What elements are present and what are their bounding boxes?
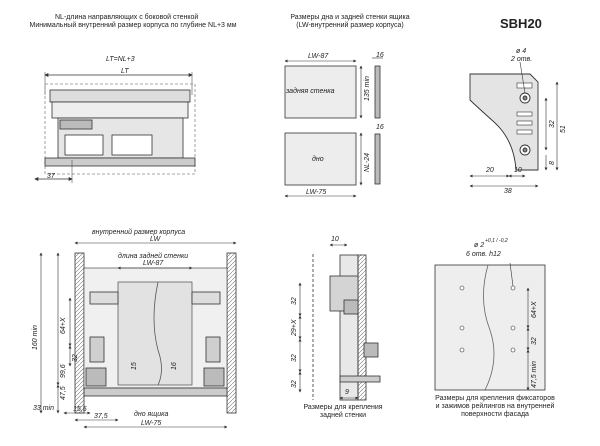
- dim-47-5: 47,5: [60, 386, 67, 400]
- caption-front-mount-line3: поверхности фасада: [461, 411, 529, 418]
- dim-32-back-c: 32: [291, 380, 298, 388]
- dim-8: 8: [549, 161, 556, 165]
- dim-20: 20: [486, 167, 494, 174]
- back-panel: [284, 65, 357, 119]
- panels-drawing: [284, 57, 383, 198]
- dim-33min: 33 min: [33, 405, 55, 412]
- model-title: SBH20: [500, 16, 542, 31]
- dim-32-front: 32: [531, 337, 538, 345]
- dim-64x-front: 64+X: [531, 301, 538, 318]
- dim-10: 10: [514, 167, 522, 174]
- dim-bottom-width: LW-75: [306, 189, 327, 196]
- caption-back-mount-line2: задней стенки: [319, 412, 367, 419]
- dim-38: 38: [504, 188, 512, 195]
- dim-37-5: 37,5: [94, 413, 108, 420]
- dim-back-thickness: 16: [376, 52, 384, 59]
- dim-32-back-b: 32: [291, 354, 298, 362]
- caption-front-mount-line1: Размеры для крепления фиксаторов: [435, 395, 555, 402]
- back-mount-drawing: [298, 243, 381, 401]
- dim-lt: LT: [121, 68, 129, 75]
- dim-hole-count: 2 отв.: [511, 56, 533, 63]
- label-bottom-panel: дно: [312, 156, 324, 163]
- label-back-panel: задняя стенка: [286, 88, 335, 95]
- dim-15: 15: [131, 362, 138, 370]
- dim-47-5-front: 47,5 min: [531, 361, 538, 388]
- section-drawing: [39, 241, 237, 429]
- dim-front-hole-dia: ø 2: [474, 242, 485, 249]
- dim-51: 51: [560, 125, 567, 133]
- dim-front-tolerance: +0,1 / -0,2: [485, 238, 508, 244]
- dim-bottom-depth: NL-24: [364, 152, 371, 172]
- front-view-drawing: [34, 72, 196, 183]
- dim-32-back-a: 32: [291, 297, 298, 305]
- caption-back-mount-line1: Размеры для крепления: [303, 404, 383, 411]
- dim-9: 9: [345, 389, 349, 396]
- dim-37: 37: [47, 173, 55, 180]
- dim-32: 32: [549, 120, 556, 128]
- dim-hole-dia: ø 4: [516, 48, 527, 55]
- dim-back-height: 135 min: [364, 76, 371, 101]
- dim-back-width: LW-87: [308, 53, 329, 60]
- dim-64x: 64+X: [60, 317, 67, 334]
- dim-lt-formula: LT=NL+3: [106, 56, 135, 63]
- dim-lw75: LW-75: [141, 420, 162, 427]
- caption-panels-line1: Размеры дна и задней стенки ящика: [290, 14, 410, 21]
- dim-bottom-thickness: 16: [376, 124, 384, 131]
- back-panel-side: [374, 65, 381, 119]
- dim-99-6: 99,6: [60, 364, 67, 378]
- bottom-panel-side: [374, 133, 381, 185]
- dim-15-5: 15,5: [73, 406, 87, 413]
- dim-lw: LW: [150, 236, 161, 243]
- dim-16: 16: [171, 362, 178, 370]
- dim-32-section: 32: [72, 354, 79, 362]
- dim-front-holes: 6 отв. h12: [466, 251, 501, 258]
- dim-height-160: 160 min: [32, 325, 39, 350]
- dim-lw87: LW-87: [143, 260, 164, 267]
- dim-10-back: 10: [331, 236, 339, 243]
- caption-panels-line2: (LW-внутренний размер корпуса): [296, 22, 404, 29]
- dim-inner-size: внутренний размер корпуса: [92, 229, 186, 236]
- caption-front-mount-line2: и зажимов рейлингов на внутренней: [435, 403, 555, 410]
- caption-nl-line2: Минимальный внутренний размер корпуса по…: [29, 22, 237, 29]
- dim-29x: 29+X: [291, 319, 298, 336]
- dim-back-length: длина задней стенки: [118, 253, 189, 260]
- caption-nl-line1: NL-длина направляющих с боковой стенкой: [55, 14, 199, 21]
- bottom-panel: [284, 132, 357, 186]
- label-bottom-of-drawer: дно ящика: [134, 411, 169, 418]
- bracket-drawing: [469, 61, 559, 188]
- front-mount-drawing: [434, 262, 546, 391]
